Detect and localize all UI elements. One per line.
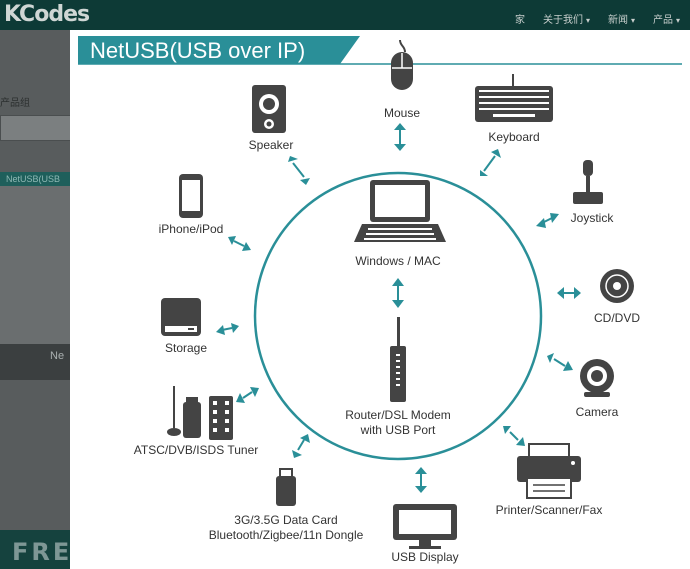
nav-item-about[interactable]: 关于我们▾ [542, 15, 590, 26]
nav-item-home[interactable]: 家 [514, 15, 525, 26]
arrow-camera [547, 353, 573, 371]
cd-icon [600, 269, 634, 303]
device-label-keyboard: Keyboard [488, 130, 539, 144]
center-bottom-label-1: Router/DSL Modem [345, 408, 451, 422]
arrow-iphone [228, 236, 251, 251]
netusb-diagram: NetUSB(USB over IP) Windows / MAC [78, 36, 682, 564]
device-label-display: USB Display [391, 550, 458, 564]
device-label-printer: Printer/Scanner/Fax [496, 503, 603, 517]
device-label-iphone: iPhone/iPod [159, 222, 224, 236]
device-label-joystick: Joystick [571, 211, 615, 225]
chevron-down-icon: ▾ [585, 16, 590, 25]
chevron-down-icon: ▾ [630, 16, 635, 25]
device-label-camera: Camera [576, 405, 619, 419]
device-label-tuner: ATSC/DVB/ISDS Tuner [134, 443, 258, 457]
product-card[interactable] [0, 186, 80, 344]
product-group-label: 产品组 [0, 98, 30, 109]
camera-icon [580, 359, 614, 397]
storage-icon [161, 298, 201, 336]
arrow-keyboard [480, 149, 501, 176]
product-card-footer: Ne [0, 344, 80, 380]
modal-title: NetUSB(USB over IP) [90, 38, 305, 63]
image-lightbox: NetUSB(USB over IP) Windows / MAC [70, 30, 690, 569]
joystick-icon [573, 160, 603, 204]
arrow-cd [557, 287, 581, 299]
router-icon [390, 317, 406, 402]
arrow-tuner [236, 387, 259, 403]
printer-icon [517, 443, 581, 499]
device-label-speaker: Speaker [249, 138, 294, 152]
tuner-icon [167, 386, 233, 440]
device-label-storage: Storage [165, 341, 207, 355]
usb-dongle-icon [276, 468, 296, 506]
arrow-joystick [536, 213, 559, 228]
iphone-icon [179, 174, 203, 218]
center-top-label: Windows / MAC [355, 254, 441, 268]
tab-netusb[interactable]: NetUSB(USB [0, 172, 84, 186]
nav-item-news[interactable]: 新闻▾ [607, 15, 635, 26]
speaker-icon [252, 85, 286, 133]
site-logo[interactable]: KCodes [4, 2, 90, 27]
network-circle [253, 171, 543, 461]
device-label-cd: CD/DVD [594, 311, 640, 325]
mouse-icon [391, 39, 413, 90]
site-nav: 家 关于我们▾ 新闻▾ 产品▾ [515, 11, 680, 26]
keyboard-icon [475, 74, 553, 122]
monitor-icon [393, 504, 457, 549]
arrow-datacard [292, 434, 310, 458]
laptop-icon [354, 180, 446, 242]
device-label-datacard-1: 3G/3.5G Data Card [234, 513, 337, 527]
arrow-mouse [394, 123, 406, 151]
title-banner [78, 36, 360, 64]
product-group-select[interactable] [0, 115, 82, 141]
device-label-mouse: Mouse [384, 106, 420, 120]
arrow-printer [503, 426, 525, 446]
arrow-center [392, 278, 404, 308]
center-bottom-label-2: with USB Port [360, 423, 436, 437]
arrow-storage [216, 323, 239, 335]
arrow-speaker [288, 156, 310, 185]
arrow-display [415, 467, 427, 493]
chevron-down-icon: ▾ [675, 16, 680, 25]
site-header: KCodes 家 关于我们▾ 新闻▾ 产品▾ [0, 0, 690, 30]
device-label-datacard-2: Bluetooth/Zigbee/11n Dongle [209, 528, 364, 542]
nav-item-products[interactable]: 产品▾ [652, 15, 680, 26]
